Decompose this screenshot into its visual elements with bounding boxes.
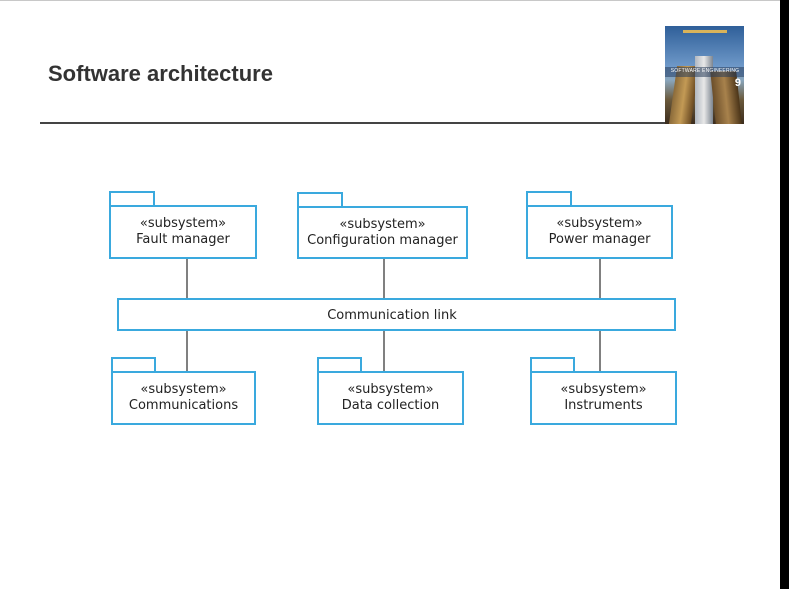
package-body <box>109 205 257 259</box>
subsystem-configuration-manager: «subsystem»Configuration manager <box>297 192 468 259</box>
subsystem-packages: «subsystem»Fault manager«subsystem»Confi… <box>109 191 677 425</box>
subsystem-data-collection: «subsystem»Data collection <box>317 357 464 425</box>
subsystem-name: Power manager <box>549 232 652 247</box>
communication-link-label: Communication link <box>327 308 457 323</box>
slide-title: Software architecture <box>48 61 273 86</box>
package-tab <box>109 191 155 207</box>
subsystem-stereotype: «subsystem» <box>339 217 425 232</box>
book-cover-image: SOFTWARE ENGINEERING 9 <box>665 26 744 124</box>
package-body <box>530 371 677 425</box>
subsystem-name: Instruments <box>564 398 643 413</box>
window-edge <box>780 0 789 589</box>
package-body <box>526 205 673 259</box>
package-body <box>317 371 464 425</box>
package-body <box>111 371 256 425</box>
book-cover-edition: 9 <box>734 77 741 89</box>
package-tab <box>297 192 343 208</box>
package-body <box>297 206 468 259</box>
subsystem-fault-manager: «subsystem»Fault manager <box>109 191 257 259</box>
subsystem-stereotype: «subsystem» <box>560 382 646 397</box>
subsystem-communications: «subsystem»Communications <box>111 357 256 425</box>
subsystem-name: Configuration manager <box>307 233 458 248</box>
package-tab <box>526 191 572 207</box>
package-tab <box>530 357 575 373</box>
subsystem-stereotype: «subsystem» <box>140 382 226 397</box>
subsystem-stereotype: «subsystem» <box>347 382 433 397</box>
communication-link-bus: Communication link <box>117 298 676 331</box>
subsystem-instruments: «subsystem»Instruments <box>530 357 677 425</box>
subsystem-name: Fault manager <box>136 232 230 247</box>
package-tab <box>317 357 362 373</box>
communication-link-box <box>117 298 676 331</box>
subsystem-name: Communications <box>129 398 238 413</box>
subsystem-stereotype: «subsystem» <box>140 216 226 231</box>
subsystem-power-manager: «subsystem»Power manager <box>526 191 673 259</box>
subsystem-name: Data collection <box>342 398 440 413</box>
package-tab <box>111 357 156 373</box>
connector-lines <box>186 258 601 372</box>
book-cover-title: SOFTWARE ENGINEERING <box>670 68 740 74</box>
title-divider <box>40 122 666 124</box>
subsystem-stereotype: «subsystem» <box>556 216 642 231</box>
